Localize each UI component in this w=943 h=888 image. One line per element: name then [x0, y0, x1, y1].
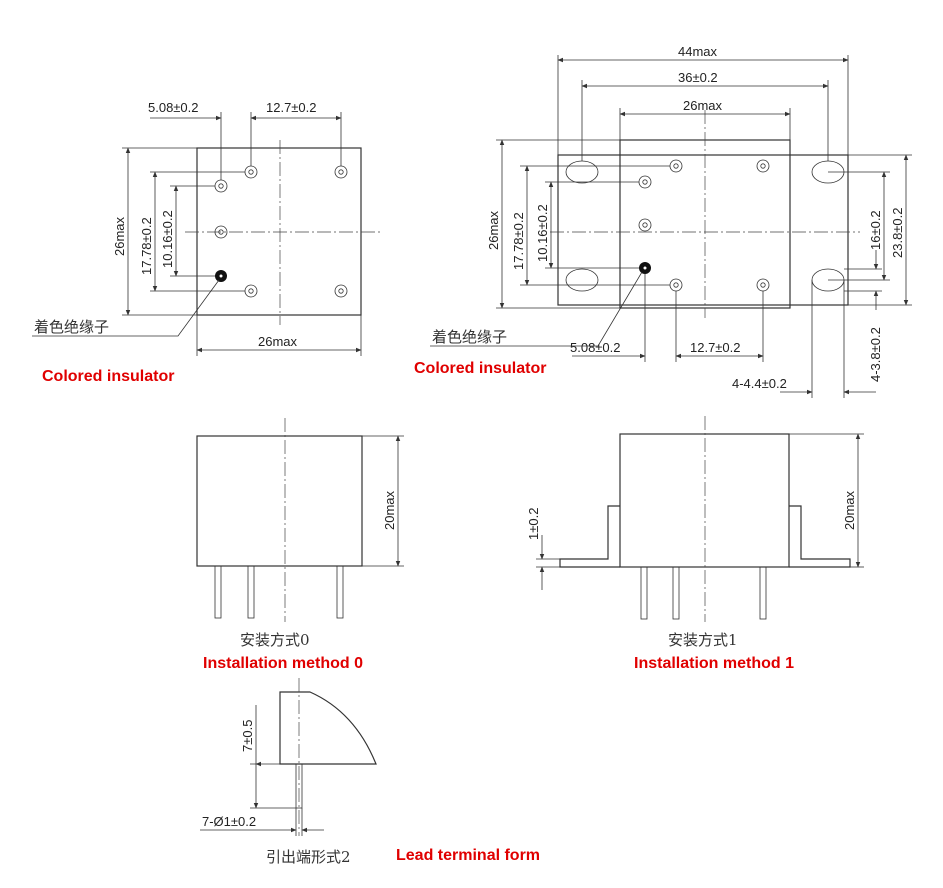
lead-pin — [295, 763, 303, 809]
dim-20max-1: 20max — [842, 490, 857, 530]
dim-26max-width: 26max — [258, 334, 298, 349]
dim-36: 36±0.2 — [678, 70, 718, 85]
lead-pin — [759, 566, 767, 620]
dim-5-08: 5.08±0.2 — [148, 100, 199, 115]
left-top-view: 5.08±0.2 12.7±0.2 26max 17.78±0.2 10.16±… — [32, 100, 380, 385]
lead-pin — [214, 565, 222, 619]
mounting-slot — [565, 160, 599, 184]
dim-slot-width: 4-4.4±0.2 — [732, 376, 787, 391]
dim-26max-top: 26max — [683, 98, 723, 113]
label-colored-insulator-right: Colored insulator — [414, 360, 546, 377]
lead-pin — [672, 566, 680, 620]
label-cn-install1: 安装方式1 — [668, 631, 738, 649]
mounting-slot — [565, 268, 599, 292]
dim-12-7-right: 12.7±0.2 — [690, 340, 741, 355]
dim-7-dia: 7-Ø1±0.2 — [202, 814, 256, 829]
lead-pin — [336, 565, 344, 619]
lead-terminal-form-view: 7±0.5 7-Ø1±0.2 引出端形式2 Lead terminal form — [200, 678, 540, 866]
installation-method-1-view: 20max 1±0.2 安装方式1 Installation method 1 — [526, 416, 864, 672]
label-install-method-1: Installation method 1 — [634, 655, 794, 672]
dim-17-78: 17.78±0.2 — [139, 217, 154, 275]
label-cn-terminal: 引出端形式2 — [266, 848, 351, 866]
label-cn-install0: 安装方式0 — [240, 631, 310, 649]
dim-7-lead: 7±0.5 — [240, 720, 255, 752]
dim-23-8: 23.8±0.2 — [890, 207, 905, 258]
dim-5-08-right: 5.08±0.2 — [570, 340, 621, 355]
dim-10-16-right: 10.16±0.2 — [535, 204, 550, 262]
dim-10-16: 10.16±0.2 — [160, 210, 175, 268]
pin-holes — [214, 165, 348, 298]
label-cn-insulator-right: 着色绝缘子 — [432, 328, 507, 346]
dim-16: 16±0.2 — [868, 210, 883, 250]
dim-20max-0: 20max — [382, 490, 397, 530]
label-install-method-0: Installation method 0 — [203, 655, 363, 672]
lead-pin — [247, 565, 255, 619]
label-colored-insulator-left: Colored insulator — [42, 368, 174, 385]
installation-method-0-view: 20max 安装方式0 Installation method 0 — [196, 418, 404, 672]
dim-slot-height: 4-3.8±0.2 — [868, 327, 883, 382]
label-lead-terminal-form: Lead terminal form — [396, 847, 540, 864]
dim-26max-side: 26max — [486, 210, 501, 250]
dim-17-78-right: 17.78±0.2 — [511, 212, 526, 270]
relay-body-outline — [196, 147, 362, 316]
dim-12-7: 12.7±0.2 — [266, 100, 317, 115]
flange-plate-outline — [557, 154, 849, 306]
label-cn-insulator-left: 着色绝缘子 — [34, 318, 109, 336]
lead-pin — [640, 566, 648, 620]
right-top-view: 44max 36±0.2 26max 26max 17.78±0.2 10.16… — [414, 44, 912, 398]
dim-1-flange: 1±0.2 — [526, 508, 541, 540]
dim-26max-height: 26max — [112, 216, 127, 256]
dim-44max: 44max — [678, 44, 718, 59]
pin-holes-right — [638, 159, 770, 292]
